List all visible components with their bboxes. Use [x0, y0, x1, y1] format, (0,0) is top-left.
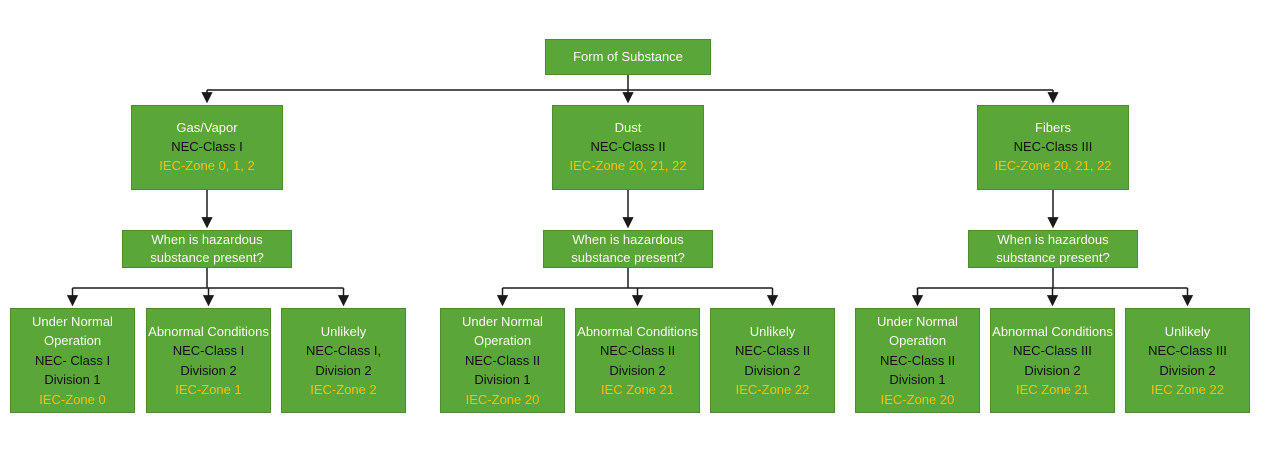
leaf-node: Under Normal Operation NEC- Class I Divi… [10, 308, 135, 413]
iec-zone-label: IEC-Zone 20, 21, 22 [569, 157, 687, 173]
node-title: Abnormal Conditions [992, 323, 1113, 339]
node-title: Unlikely [320, 323, 367, 339]
category-node-fibers: Fibers NEC-Class III IEC-Zone 20, 21, 22 [977, 105, 1129, 190]
node-title: Under Normal Operation [462, 313, 543, 349]
division-label: Division 2 [1159, 362, 1216, 378]
question-label: When is hazardous substance present? [996, 231, 1110, 265]
division-label: Division 2 [180, 362, 237, 378]
node-title: Unlikely [749, 323, 796, 339]
division-label: Division 1 [474, 372, 531, 388]
iec-zone-label: IEC Zone 22 [1151, 382, 1224, 397]
leaf-node: Abnormal Conditions NEC-Class I Division… [146, 308, 271, 413]
node-title: Under Normal Operation [32, 313, 113, 349]
iec-zone-label: IEC-Zone 20 [880, 391, 955, 407]
iec-zone-label: IEC-Zone 0 [39, 391, 106, 407]
nec-class-label: NEC-Class II [590, 139, 666, 155]
question-node: When is hazardous substance present? [968, 230, 1138, 268]
node-title: Unlikely [1164, 323, 1211, 339]
division-label: Division 1 [44, 372, 101, 388]
iec-zone-label: IEC-Zone 1 [175, 382, 242, 397]
node-title: Fibers [1034, 120, 1072, 136]
question-label: When is hazardous substance present? [150, 231, 264, 265]
iec-zone-label: IEC-Zone 20 [465, 391, 540, 407]
leaf-node: Abnormal Conditions NEC-Class III Divisi… [990, 308, 1115, 413]
nec-class-label: NEC-Class II [464, 352, 541, 368]
node-title: Abnormal Conditions [148, 323, 269, 339]
nec-class-label: NEC-Class III [1013, 343, 1092, 358]
node-title: Under Normal Operation [877, 313, 958, 349]
question-node: When is hazardous substance present? [543, 230, 713, 268]
leaf-node: Unlikely NEC-Class III Division 2 IEC Zo… [1125, 308, 1250, 413]
nec-class-label: NEC-Class II [734, 343, 811, 358]
nec-class-label: NEC-Class III [1148, 343, 1227, 358]
root-node-form-of-substance: Form of Substance [545, 39, 711, 75]
iec-zone-label: IEC Zone 21 [601, 382, 674, 397]
iec-zone-label: IEC Zone 21 [1016, 382, 1089, 397]
iec-zone-label: IEC-Zone 0, 1, 2 [159, 157, 255, 173]
nec-class-label: NEC-Class III [1013, 139, 1093, 155]
nec-class-label: NEC-Class II [599, 343, 676, 358]
division-label: Division 2 [1024, 362, 1081, 378]
iec-zone-label: IEC-Zone 20, 21, 22 [994, 157, 1112, 173]
question-node: When is hazardous substance present? [122, 230, 292, 268]
node-title: Abnormal Conditions [577, 323, 698, 339]
nec-class-label: NEC-Class I [172, 343, 245, 358]
nec-class-label: NEC-Class II [879, 352, 956, 368]
division-label: Division 2 [744, 362, 801, 378]
leaf-node: Under Normal Operation NEC-Class II Divi… [855, 308, 980, 413]
leaf-node: Unlikely NEC-Class I, Division 2 IEC-Zon… [281, 308, 406, 413]
division-label: Division 2 [315, 362, 372, 378]
node-title: Form of Substance [573, 48, 683, 64]
question-label: When is hazardous substance present? [571, 231, 685, 265]
nec-class-label: NEC-Class I [171, 139, 243, 155]
nec-class-label: NEC-Class I, [305, 343, 382, 358]
category-node-gas-vapor: Gas/Vapor NEC-Class I IEC-Zone 0, 1, 2 [131, 105, 283, 190]
node-title: Dust [614, 120, 642, 136]
iec-zone-label: IEC-Zone 2 [310, 382, 377, 397]
division-label: Division 1 [889, 372, 946, 388]
node-title: Gas/Vapor [176, 120, 238, 136]
leaf-node: Under Normal Operation NEC-Class II Divi… [440, 308, 565, 413]
leaf-node: Abnormal Conditions NEC-Class II Divisio… [575, 308, 700, 413]
nec-class-label: NEC- Class I [34, 352, 111, 368]
category-node-dust: Dust NEC-Class II IEC-Zone 20, 21, 22 [552, 105, 704, 190]
leaf-node: Unlikely NEC-Class II Division 2 IEC-Zon… [710, 308, 835, 413]
division-label: Division 2 [609, 362, 666, 378]
iec-zone-label: IEC-Zone 22 [735, 382, 810, 397]
